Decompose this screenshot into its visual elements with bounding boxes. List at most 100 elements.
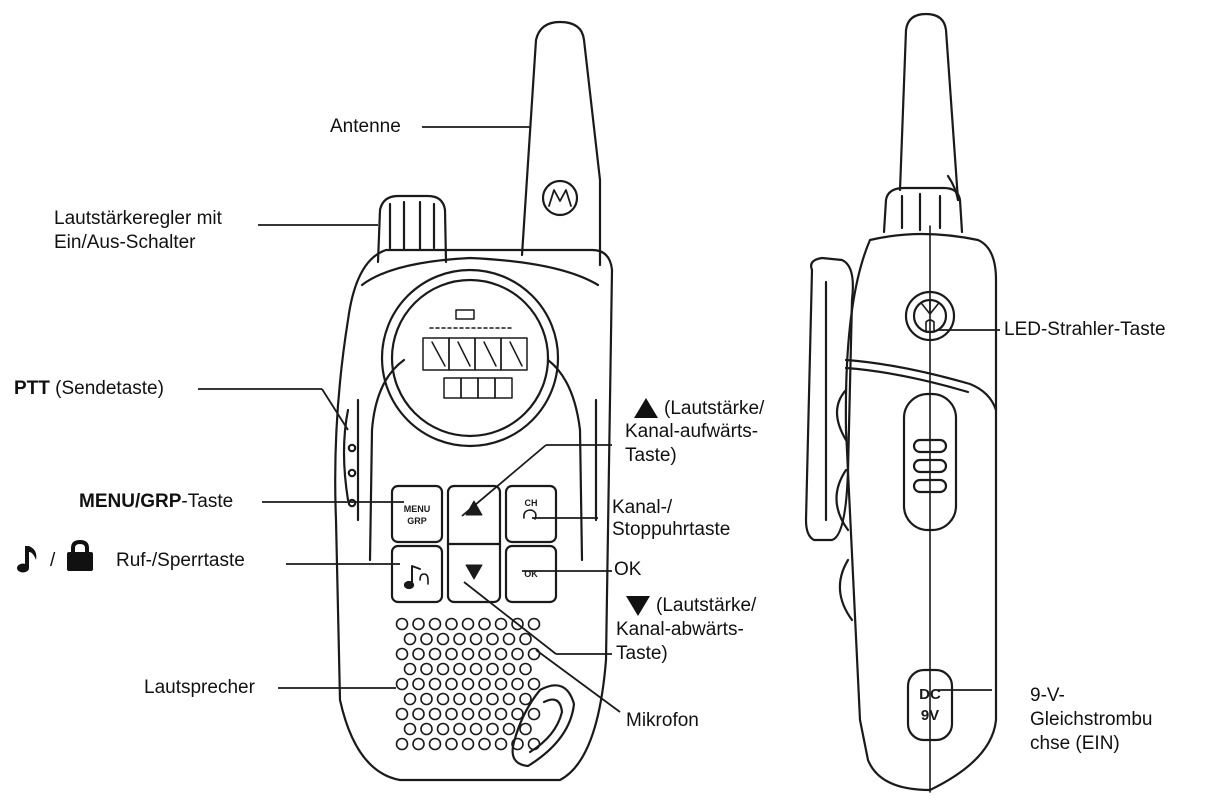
speaker-hole (527, 707, 541, 721)
speaker-hole (502, 692, 516, 706)
label-up-line1: (Lautstärke/ (664, 398, 765, 419)
speaker-hole (412, 677, 425, 691)
label-channel-line1: Kanal-/ (612, 497, 673, 518)
label-channel-line2: Stoppuhrtaste (612, 519, 731, 540)
speaker-hole (445, 737, 458, 751)
speaker-hole (486, 662, 499, 676)
front-display-ring (380, 268, 560, 448)
speaker-hole (502, 632, 516, 646)
speaker-hole (403, 692, 417, 706)
speaker-hole (494, 647, 508, 661)
side-view (804, 12, 998, 793)
belt-clip (804, 256, 854, 542)
speaker-hole (478, 617, 491, 631)
speaker-hole (395, 617, 409, 631)
dc-jack (906, 668, 954, 742)
speaker-hole (519, 632, 532, 646)
speaker-hole (412, 737, 425, 751)
speaker-hole (403, 632, 417, 646)
speaker-hole (461, 677, 475, 691)
menu-key-print-line1: MENU (404, 504, 431, 514)
front-view (334, 20, 614, 782)
speaker-hole (428, 647, 442, 661)
speaker-hole (453, 692, 466, 706)
label-down-line1: (Lautstärke/ (656, 595, 757, 616)
dc-jack-print-line1: DC (919, 686, 941, 703)
speaker-hole (527, 617, 541, 631)
ok-key (504, 544, 558, 604)
speaker-hole (461, 737, 475, 751)
speaker-hole (502, 662, 516, 676)
label-call-lock-sep: / (50, 550, 56, 571)
speaker-hole (519, 692, 532, 706)
label-call-lock: Ruf-/Sperrtaste (116, 550, 245, 571)
speaker-hole (502, 722, 516, 736)
speaker-hole (469, 662, 483, 676)
call-lock-key (390, 544, 444, 604)
lcd-display (422, 309, 528, 399)
front-antenna (520, 20, 602, 267)
label-ptt-rest: (Sendetaste) (49, 378, 164, 399)
label-menu-rest: -Taste (181, 491, 234, 512)
speaker-hole (453, 662, 466, 676)
speaker-hole (428, 677, 442, 691)
label-led-button: LED-Strahler-Taste (1004, 319, 1166, 340)
speaker-hole (511, 647, 524, 661)
speaker-hole (436, 662, 450, 676)
leader-lines (198, 126, 1000, 713)
menu-grp-key (390, 484, 444, 544)
label-volume-knob-line1: Lautstärkeregler mit (54, 208, 222, 229)
speaker-hole (412, 707, 425, 721)
up-triangle-icon (634, 398, 658, 418)
speaker-hole (445, 707, 458, 721)
speaker-hole (486, 692, 499, 706)
speaker-hole (453, 722, 466, 736)
speaker-hole (478, 677, 491, 691)
speaker-hole (469, 722, 483, 736)
label-ptt-bold: PTT (14, 378, 50, 399)
label-dc-line3: chse (EIN) (1030, 733, 1120, 754)
speaker-hole (461, 707, 475, 721)
speaker-grille (395, 617, 541, 751)
label-menu-bold2: GRP (140, 491, 182, 512)
motorola-logo (541, 179, 579, 217)
label-dc-line2: Gleichstrombu (1030, 709, 1153, 730)
speaker-hole (445, 647, 458, 661)
label-up-line2: Kanal-aufwärts- (625, 421, 759, 442)
speaker-hole (412, 647, 425, 661)
speaker-hole (453, 632, 466, 646)
side-housing (844, 232, 998, 792)
dc-jack-print-line2: 9V (921, 707, 939, 724)
speaker-hole (420, 632, 433, 646)
label-icons (17, 398, 658, 616)
menu-key-print-line2: GRP (407, 516, 427, 526)
speaker-hole (420, 722, 433, 736)
speaker-hole (420, 692, 433, 706)
music-note-icon (17, 546, 37, 573)
speaker-hole (436, 692, 450, 706)
speaker-hole (511, 617, 524, 631)
speaker-hole (461, 617, 475, 631)
speaker-hole (428, 617, 442, 631)
label-ok: OK (614, 559, 642, 580)
ok-key-print: OK (524, 569, 538, 579)
label-antenna: Antenne (330, 116, 401, 137)
front-housing (334, 248, 614, 782)
padlock-icon (67, 540, 93, 571)
ch-key (504, 484, 558, 544)
label-ptt: PTT (Sendetaste) (14, 377, 164, 401)
speaker-hole (478, 737, 491, 751)
speaker-hole (395, 677, 409, 691)
label-menu-sep: / (134, 491, 141, 512)
microphone-slot (511, 684, 576, 768)
led-button (904, 290, 956, 342)
speaker-hole (527, 647, 541, 661)
speaker-hole (436, 722, 450, 736)
speaker-hole (494, 737, 508, 751)
speaker-hole (395, 737, 409, 751)
label-down-line3: Taste) (616, 643, 668, 664)
label-speaker: Lautsprecher (144, 677, 255, 698)
ch-key-print: CH (525, 498, 538, 508)
